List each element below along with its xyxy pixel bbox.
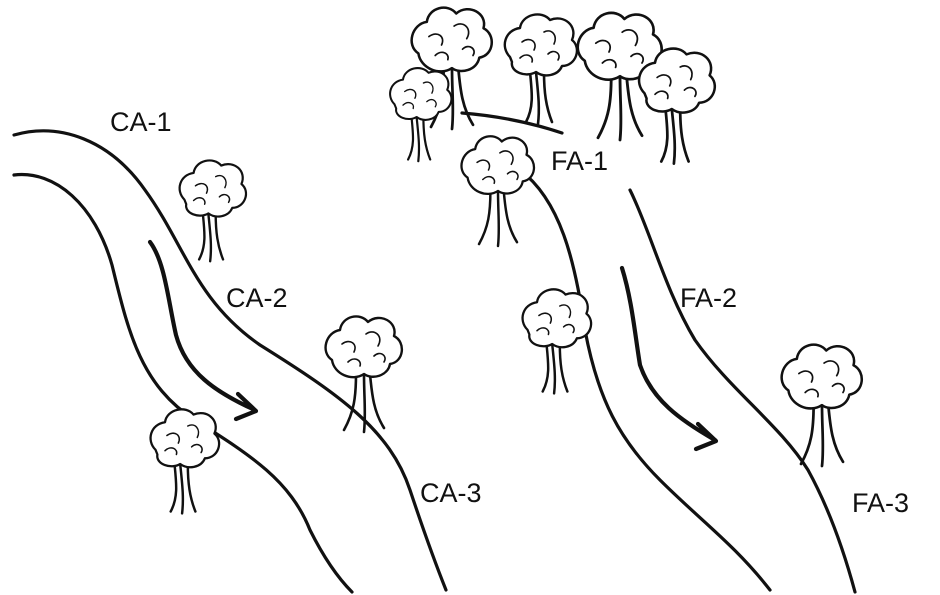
label-fa3: FA-3 [852,488,909,518]
label-fa2: FA-2 [680,283,737,313]
tree-icon-forest-5 [390,68,451,161]
label-ca2: CA-2 [226,283,288,313]
left-channel-inner-bank [14,175,352,592]
tree-icon-ca2 [326,316,402,432]
tree-icon-forest-2 [505,14,577,124]
tree-icon-fa2 [523,289,592,393]
label-ca3: CA-3 [420,478,482,508]
label-fa1: FA-1 [551,146,608,176]
tree-icon-forest-4 [639,49,715,164]
upper-branch-line [462,113,562,133]
tree-icon-ca1 [180,160,246,261]
tree-icon-ca3 [151,409,220,513]
tree-icon-fa1 [461,136,533,246]
label-ca1: CA-1 [110,107,172,137]
